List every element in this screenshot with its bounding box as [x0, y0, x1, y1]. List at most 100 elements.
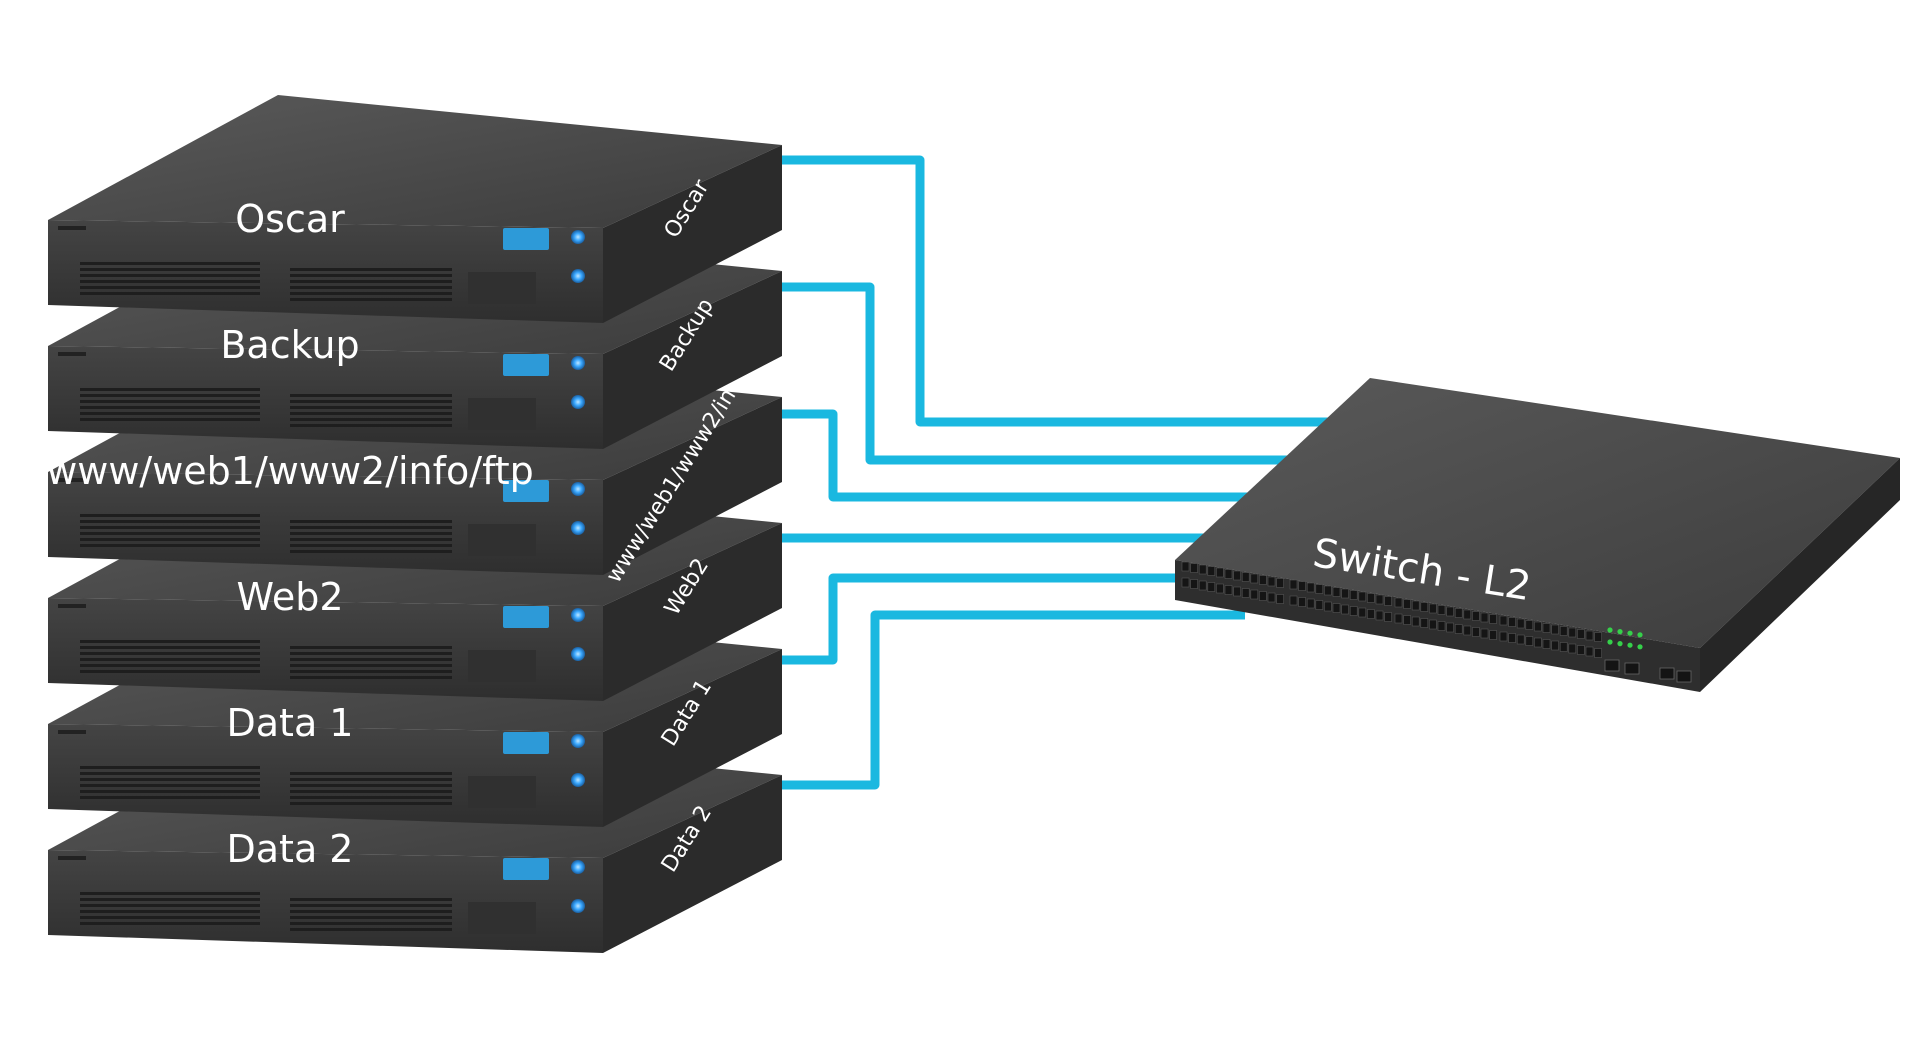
server-vent	[80, 532, 260, 535]
server-vent	[80, 544, 260, 547]
switch-port	[1181, 577, 1190, 588]
server-vent	[80, 796, 260, 799]
server-vent	[290, 394, 452, 397]
server-vent	[290, 412, 452, 415]
switch-led-icon	[1637, 632, 1643, 638]
switch-port	[1454, 624, 1463, 634]
switch-port	[1429, 603, 1437, 614]
server-vent	[290, 292, 452, 295]
switch-uplink-port	[1659, 667, 1675, 680]
server-vent	[80, 898, 260, 901]
switch-port	[1542, 639, 1551, 649]
switch-port	[1394, 597, 1403, 608]
switch-port	[1480, 628, 1489, 639]
switch-port	[1190, 563, 1198, 573]
server-vent	[80, 526, 260, 529]
switch-port	[1508, 617, 1516, 627]
switch-port	[1499, 631, 1508, 642]
switch-port	[1585, 646, 1594, 657]
switch-port	[1420, 602, 1429, 612]
switch-port	[1594, 648, 1602, 658]
server-bay	[468, 902, 536, 934]
switch-uplink-port	[1604, 659, 1620, 672]
switch-port	[1224, 569, 1233, 579]
server-vent	[290, 280, 452, 283]
switch-port	[1375, 594, 1384, 605]
switch-led-icon	[1627, 642, 1633, 648]
server-front	[48, 472, 603, 575]
switch-port	[1358, 591, 1367, 602]
switch-port	[1437, 605, 1446, 615]
server-front	[48, 850, 603, 953]
status-led-icon	[571, 356, 585, 370]
switch-port	[1534, 621, 1542, 632]
server-front-label: Data 1	[227, 701, 354, 745]
server-display	[503, 354, 549, 376]
server-vent	[290, 424, 452, 427]
status-led-icon	[571, 734, 585, 748]
server-vent	[290, 418, 452, 421]
switch-top	[1175, 378, 1900, 648]
switch-port	[1216, 583, 1224, 594]
status-led-icon	[571, 395, 585, 409]
switch-led-icon	[1607, 639, 1613, 645]
switch-port	[1289, 579, 1298, 590]
cable	[780, 282, 1300, 465]
switch-port	[1568, 627, 1577, 638]
server-vent	[290, 772, 452, 775]
switch-port	[1358, 607, 1367, 618]
server-vent	[290, 646, 452, 649]
server-side	[603, 649, 782, 827]
switch-port	[1411, 600, 1420, 611]
server-vent	[80, 790, 260, 793]
server-front-label: Backup	[220, 323, 359, 367]
switch-port	[1559, 626, 1568, 636]
server-vent	[80, 670, 260, 673]
switch-port	[1542, 623, 1551, 633]
server-display	[503, 228, 549, 250]
switch-port	[1250, 573, 1259, 584]
server-display	[503, 732, 549, 754]
server-vent	[80, 394, 260, 397]
switch-port	[1198, 580, 1207, 591]
switch-led-icon	[1617, 629, 1623, 635]
switch-port	[1267, 576, 1276, 587]
switch-port	[1276, 578, 1284, 588]
server-vent	[80, 520, 260, 523]
server-slot	[58, 226, 86, 230]
cables	[780, 155, 1345, 790]
server-vent	[290, 268, 452, 271]
server-vent	[80, 280, 260, 283]
server-bay	[468, 776, 536, 808]
switch-port	[1568, 643, 1577, 654]
server-vent	[290, 670, 452, 673]
server-vent	[290, 676, 452, 679]
switch-port	[1241, 572, 1250, 582]
server-vent	[290, 784, 452, 787]
switch-port	[1250, 589, 1259, 600]
server-front-label: Data 2	[227, 827, 354, 871]
switch-port	[1267, 592, 1276, 603]
switch-port	[1298, 597, 1306, 607]
server-slot	[58, 478, 86, 482]
switch-port	[1525, 620, 1534, 630]
switch-port	[1198, 564, 1207, 575]
switch-port	[1241, 588, 1250, 598]
server-vent	[80, 658, 260, 661]
server-display	[503, 606, 549, 628]
status-led-icon	[571, 521, 585, 535]
switch-led-icon	[1637, 644, 1643, 650]
switch-port	[1551, 624, 1559, 635]
switch-led-icon	[1627, 630, 1633, 636]
switch-port	[1516, 634, 1525, 645]
status-led-icon	[571, 269, 585, 283]
server-vent	[290, 520, 452, 523]
switch-port	[1594, 632, 1602, 642]
server-vent	[290, 796, 452, 799]
server-bay	[468, 650, 536, 682]
switch-uplink-port	[1624, 662, 1640, 675]
server-slot	[58, 604, 86, 608]
server-vent	[290, 538, 452, 541]
switch-port	[1315, 584, 1324, 594]
